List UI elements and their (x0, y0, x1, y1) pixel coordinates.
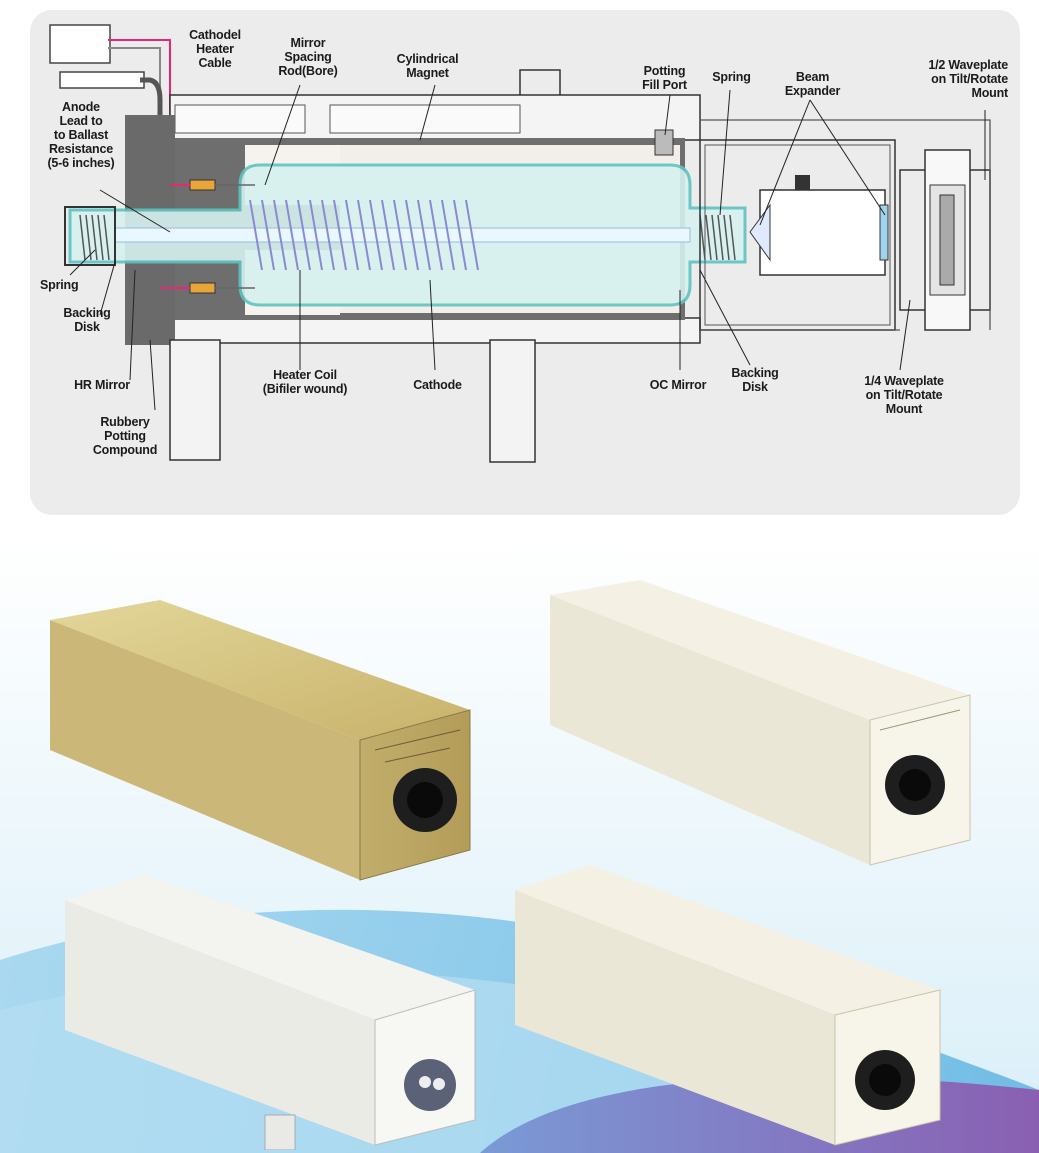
label-potting-fill-port: Potting Fill Port (642, 64, 687, 92)
label-cathode-heater-cable: Cathodel Heater Cable (189, 28, 241, 70)
label-spring-right: Spring (712, 70, 751, 84)
label-hr-mirror: HR Mirror (74, 378, 130, 392)
label-mirror-spacing-rod: Mirror Spacing Rod(Bore) (278, 36, 338, 78)
laser-head-white-photo-top-right (540, 575, 980, 875)
label-quarter-waveplate: 1/4 Waveplate on Tilt/Rotate Mount (864, 374, 944, 416)
label-heater-coil: Heater Coil (Bifiler wound) (262, 368, 348, 396)
laser-head-white-photo-bottom-right (510, 860, 950, 1150)
laser-head-gold-photo (40, 590, 490, 890)
label-rubbery-potting: Rubbery Potting Compound (92, 415, 158, 457)
label-half-waveplate: 1/2 Waveplate on Tilt/Rotate Mount (928, 58, 1008, 100)
label-cathode: Cathode (413, 378, 462, 392)
label-beam-expander: Beam Expander (784, 70, 841, 98)
laser-cross-section-diagram (49, 24, 991, 463)
label-spring-left: Spring (40, 278, 79, 292)
laser-head-white-photo-bottom-left (55, 870, 485, 1150)
label-oc-mirror: OC Mirror (649, 378, 707, 392)
cable-box (49, 24, 111, 64)
label-backing-disk-left: Backing Disk (63, 306, 111, 334)
label-anode-lead: Anode Lead to to Ballast Resistance (5-6… (47, 100, 115, 170)
label-backing-disk-right: Backing Disk (731, 366, 779, 394)
label-cylindrical-magnet: Cylindrical Magnet (396, 52, 459, 80)
